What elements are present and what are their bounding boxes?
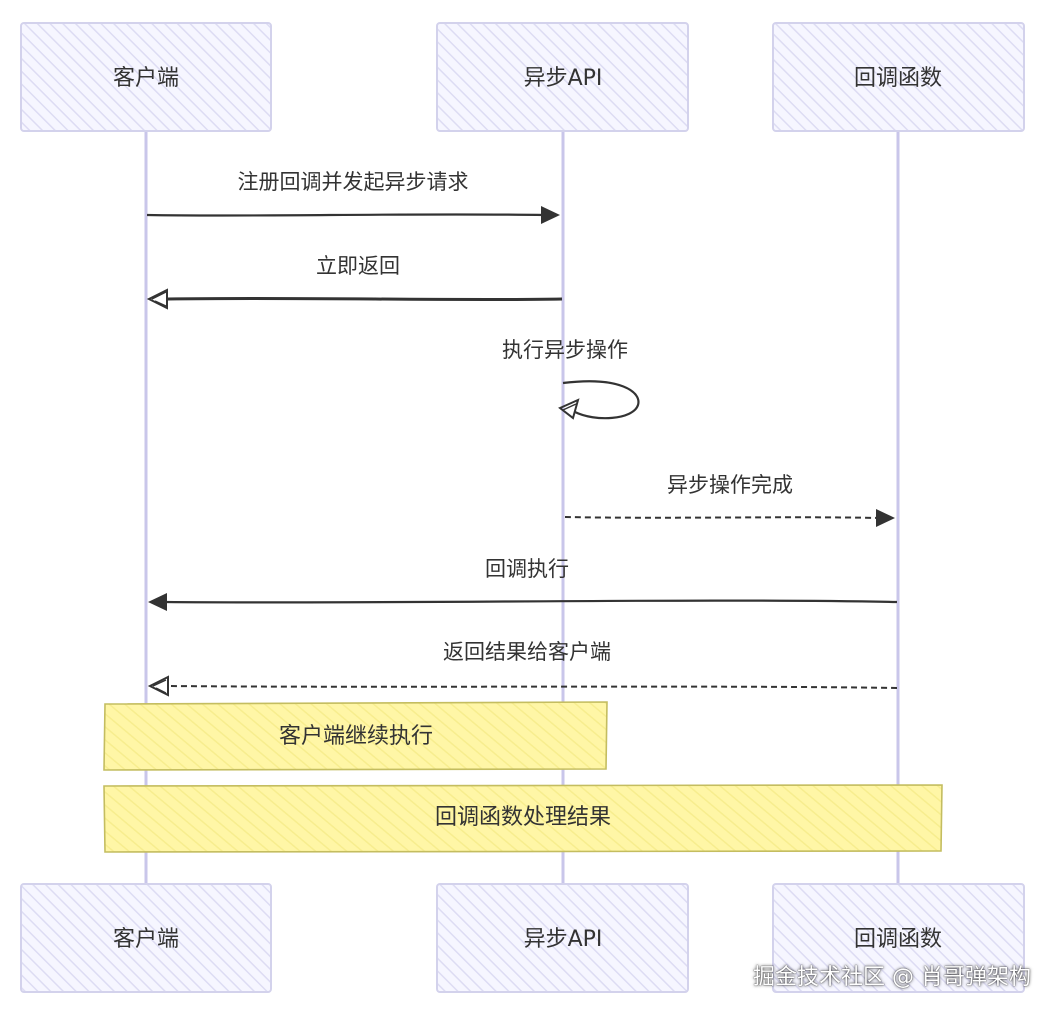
actor-label: 异步API [524, 927, 603, 952]
message-label: 执行异步操作 [502, 338, 628, 362]
actor-client-top: 客户端 [20, 22, 272, 132]
actor-label: 客户端 [113, 927, 179, 952]
message-return-immediately: 立即返回 [146, 254, 563, 310]
message-label: 返回结果给客户端 [443, 640, 611, 664]
message-callback-execute: 回调执行 [148, 557, 898, 611]
message-label: 异步操作完成 [667, 473, 793, 497]
message-async-complete: 异步操作完成 [564, 473, 895, 527]
message-async-operation-loop: 执行异步操作 [502, 338, 640, 420]
message-register-request: 注册回调并发起异步请求 [146, 170, 560, 224]
actor-label: 回调函数 [854, 66, 942, 91]
note-label: 客户端继续执行 [279, 724, 433, 749]
actor-label: 回调函数 [854, 927, 942, 952]
actor-callback-bottom: 回调函数 [772, 883, 1025, 993]
message-label: 立即返回 [316, 254, 400, 278]
watermark: 掘金技术社区 @ 肖哥弹架构 [753, 965, 1031, 990]
message-label: 注册回调并发起异步请求 [238, 170, 469, 194]
note-client-continues: 客户端继续执行 [103, 701, 608, 771]
message-label: 回调执行 [485, 557, 569, 581]
actor-label: 客户端 [113, 66, 179, 91]
actor-callback-top: 回调函数 [772, 22, 1025, 132]
message-return-result: 返回结果给客户端 [147, 640, 898, 697]
actor-client-bottom: 客户端 [20, 883, 272, 993]
actor-label: 异步API [524, 66, 603, 91]
actor-async-api-top: 异步API [436, 22, 689, 132]
actor-async-api-bottom: 异步API [436, 883, 689, 993]
note-callback-processes: 回调函数处理结果 [103, 784, 943, 853]
note-label: 回调函数处理结果 [435, 805, 611, 830]
